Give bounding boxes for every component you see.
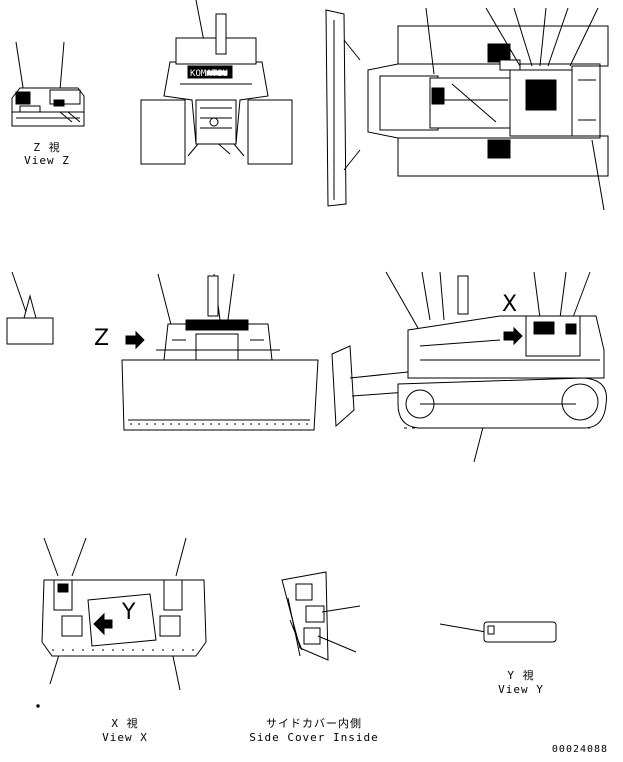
z-arrow-marker: Z: [94, 326, 110, 351]
front-view-drawing: [121, 273, 319, 431]
top-view-drawing: [325, 7, 609, 211]
view-y-caption-jp: Y 視: [507, 669, 535, 682]
side-cover-caption-en: Side Cover Inside: [249, 731, 379, 744]
view-y-drawing: [439, 621, 557, 643]
small-tag-drawing: [6, 271, 54, 345]
side-view-drawing: [331, 271, 608, 463]
view-z-caption-en: View Z: [24, 154, 70, 167]
y-arrow-marker: Y: [122, 600, 136, 625]
x-arrow-marker: X: [502, 292, 518, 317]
view-z-caption-jp: Z 視: [33, 141, 61, 154]
view-x-drawing: [36, 537, 207, 708]
view-x-caption-jp: X 視: [111, 717, 139, 730]
view-x-caption-en: View X: [102, 731, 148, 744]
side-cover-caption-jp: サイドカバー内側: [266, 717, 362, 730]
view-y-caption-en: View Y: [498, 683, 544, 696]
drawing-number: 00024088: [551, 744, 609, 755]
side-cover-drawing: [281, 571, 361, 661]
brand-plate: KOMATSU: [190, 69, 228, 79]
view-z-drawing: [11, 41, 85, 127]
rear-view-drawing: [140, 0, 293, 165]
